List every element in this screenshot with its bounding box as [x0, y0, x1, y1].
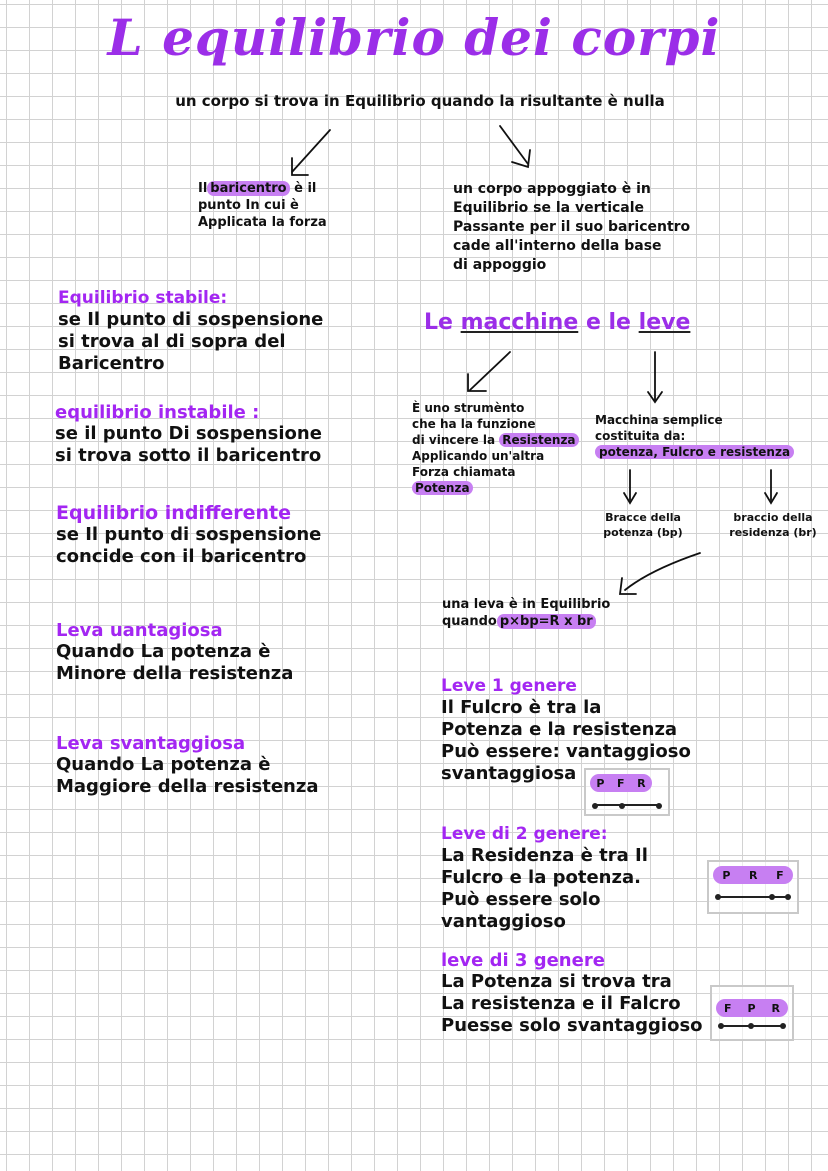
leve-primo-genere: Leve 1 genere Il Fulcro è tra la Potenza… — [441, 676, 691, 784]
macchina-definition: È uno strumènto che ha la funzione di vi… — [412, 400, 602, 496]
macchine-leve-title: Le macchine e le leve — [424, 310, 691, 335]
appoggio-definition: un corpo appoggiato è in Equilibrio se l… — [453, 181, 691, 273]
page-subtitle: un corpo si trova in Equilibrio quando l… — [175, 92, 665, 110]
leva-svantaggiosa: Leva svantaggiosa Quando La potenza è Ma… — [56, 733, 319, 797]
braccio-resistenza: braccio della residenza (br) — [729, 511, 817, 539]
leve-terzo-genere: leve di 3 genere La Potenza si trova tra… — [441, 950, 703, 1036]
page-title: L equilibrio dei corpi — [107, 8, 721, 67]
equilibrio-indifferente: Equilibrio indifferente se Il punto di s… — [56, 502, 322, 568]
leve-secondo-genere: Leve di 2 genere: La Residenza è tra Il … — [441, 824, 648, 932]
braccio-potenza: Bracce della potenza (bp) — [603, 511, 683, 539]
equilibrio-instabile: equilibrio instabile : se il punto Di so… — [55, 402, 322, 466]
macchina-semplice: Macchina semplice costituita da: potenza… — [595, 412, 825, 460]
leva-vantaggiosa: Leva uantagiosa Quando La potenza è Mino… — [56, 620, 294, 684]
equilibrio-stabile: Equilibrio stabile: se Il punto di sospe… — [58, 288, 324, 374]
